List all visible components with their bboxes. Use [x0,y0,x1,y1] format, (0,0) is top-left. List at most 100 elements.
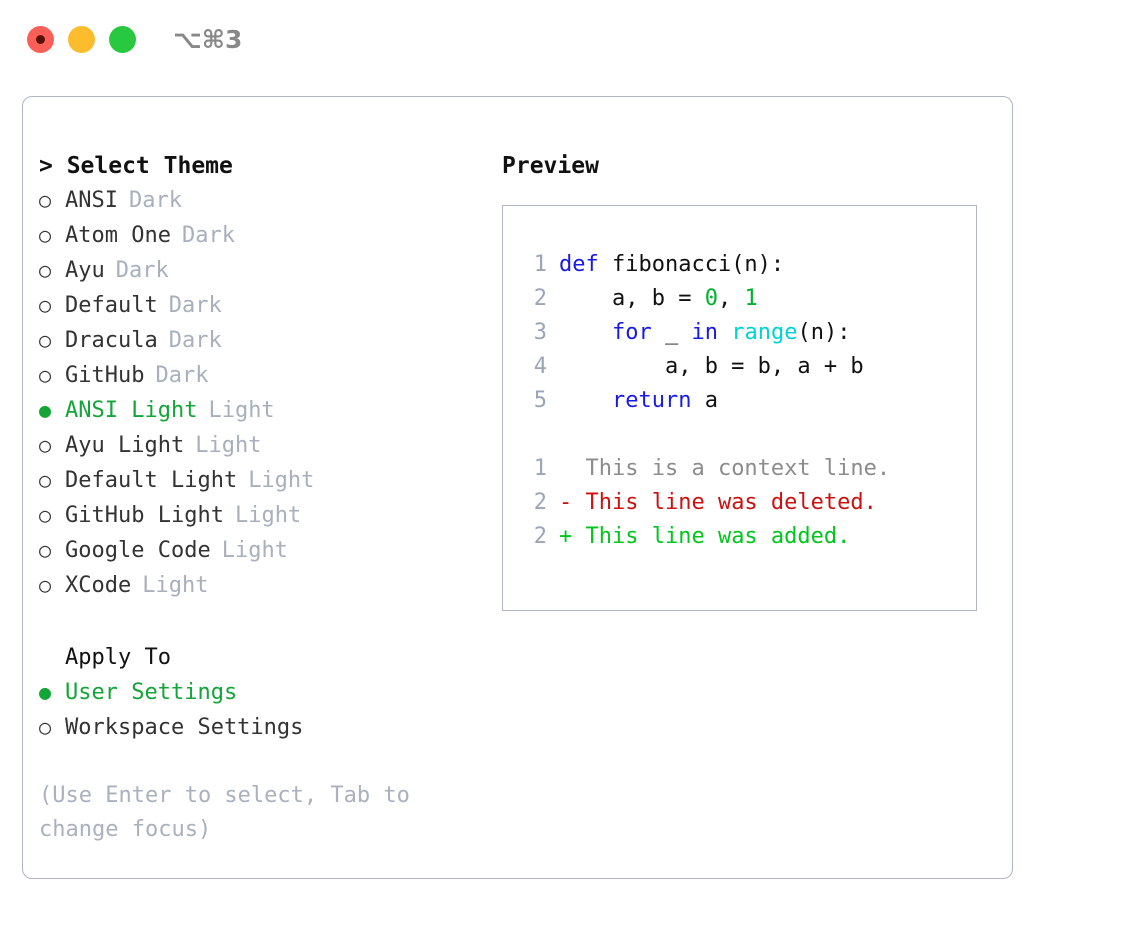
close-button[interactable] [27,25,54,53]
code-token-txt [718,320,731,345]
theme-option-github[interactable]: ○ GitHub Dark [39,358,499,393]
apply-to-option-user-settings[interactable]: ●User Settings [39,675,499,710]
theme-option-kind: Dark [181,223,235,248]
code-token-fn: range [731,320,798,345]
code-line-content: a, b = 0, 1 [559,282,758,316]
apply-to-title: Apply To [65,645,171,670]
radio-unselected-icon: ○ [39,715,52,739]
diff-marker [559,456,572,481]
code-token-txt: _ [651,320,692,345]
theme-option-ayu-light[interactable]: ○ Ayu Light Light [39,428,499,463]
code-token-num: 0 [704,286,718,311]
radio-unselected-icon: ○ [39,223,52,247]
radio-unselected-icon: ○ [39,433,52,457]
apply-to-option-list: ●User Settings○Workspace Settings [39,675,499,745]
theme-option-kind: Light [195,433,262,458]
theme-option-kind: Light [142,573,209,598]
diff-text: This line was deleted. [572,490,877,515]
diff-line-number: 1 [533,456,547,481]
code-token-txt [559,320,612,345]
code-token-kw: in [691,320,718,345]
diff-marker: + [559,524,573,549]
theme-option-label: ANSI Light [65,398,198,423]
code-token-num: 1 [744,286,758,311]
radio-unselected-icon: ○ [39,538,52,562]
theme-option-default[interactable]: ○ Default Dark [39,288,499,323]
keyboard-hint: (Use Enter to select, Tab to change focu… [39,783,424,842]
minimize-button[interactable] [68,25,95,53]
theme-option-label: Default [65,293,158,318]
theme-option-xcode[interactable]: ○ XCode Light [39,568,499,603]
preview-title: Preview [502,153,599,179]
radio-unselected-icon: ○ [39,363,52,387]
theme-option-kind: Light [208,398,275,423]
radio-unselected-icon: ○ [39,503,52,527]
theme-option-ansi-light[interactable]: ● ANSI Light Light [39,393,499,428]
diff-line-content: + This line was added. [559,520,850,554]
code-token-txt: , [717,286,745,311]
code-line: 5 return a [519,384,976,418]
theme-option-kind: Dark [168,328,222,353]
theme-option-github-light[interactable]: ○ GitHub Light Light [39,498,499,533]
code-token-kw: for [611,320,652,345]
theme-option-label: Ayu Light [65,433,185,458]
radio-unselected-icon: ○ [39,293,52,317]
theme-option-label: GitHub [65,363,145,388]
theme-option-label: GitHub Light [65,503,224,528]
theme-option-label: Dracula [65,328,158,353]
radio-selected-icon: ● [39,680,52,704]
theme-option-label: Ayu [65,258,105,283]
keyboard-shortcut-label: ⌥⌘3 [173,24,243,54]
theme-option-kind: Dark [155,363,209,388]
radio-unselected-icon: ○ [39,573,52,597]
radio-unselected-icon: ○ [39,328,52,352]
code-token-kw: def [559,252,612,277]
theme-option-label: XCode [65,573,132,598]
code-token-txt: a, b = [559,286,705,311]
code-line-content: for _ in range(n): [559,316,850,350]
radio-unselected-icon: ○ [39,258,52,282]
code-line: 4 a, b = b, a + b [519,350,976,384]
theme-option-google-code[interactable]: ○ Google Code Light [39,533,499,568]
code-line: 3 for _ in range(n): [519,316,976,350]
code-token-txt: fibonacci(n): [611,252,785,277]
code-token-txt: a, b = b, a + b [559,354,864,379]
code-token-txt: a [691,388,718,413]
code-token-txt: (n): [797,320,851,345]
diff-line-ctx: 1 This is a context line. [519,452,976,486]
code-line-number: 4 [533,354,547,379]
theme-option-dracula[interactable]: ○ Dracula Dark [39,323,499,358]
window-titlebar: ⌥⌘3 [0,0,1140,78]
theme-option-kind: Light [221,538,288,563]
code-line-content: def fibonacci(n): [559,248,784,282]
diff-line-number: 2 [533,524,547,549]
zoom-button[interactable] [109,25,136,53]
apply-to-option-workspace-settings[interactable]: ○Workspace Settings [39,710,499,745]
theme-option-kind: Light [234,503,302,528]
theme-option-kind: Dark [168,293,222,318]
theme-option-kind: Dark [128,188,182,213]
window-controls [27,25,136,53]
code-line-content: a, b = b, a + b [559,350,864,384]
code-token-kw: return [611,388,692,413]
theme-option-kind: Light [248,468,315,493]
theme-option-label: Default Light [65,468,238,493]
theme-option-label: Google Code [65,538,211,563]
page-title: > Select Theme [39,153,233,179]
diff-line-content: This is a context line. [559,452,890,486]
diff-line-del: 2- This line was deleted. [519,486,976,520]
theme-option-label: ANSI [65,188,118,213]
radio-selected-icon: ● [39,398,52,422]
diff-text: This is a context line. [572,456,891,481]
